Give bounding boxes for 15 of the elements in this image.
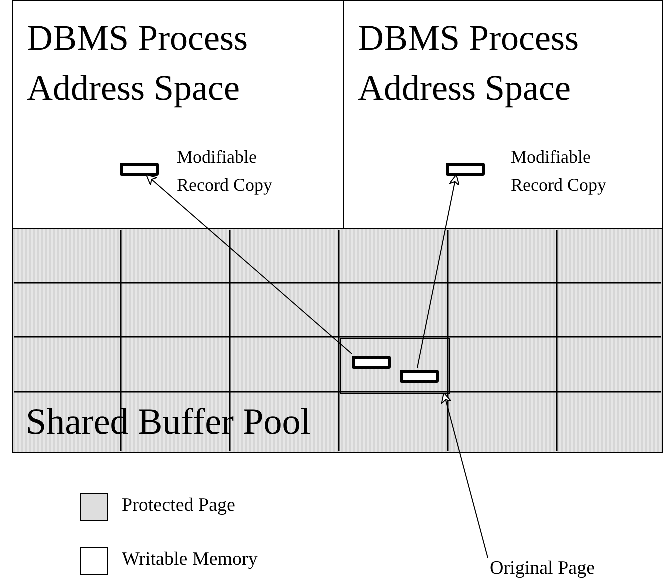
- leader-line: [441, 392, 488, 558]
- label-text: Original Page: [490, 558, 596, 580]
- record-box: [400, 370, 439, 383]
- arrow: [146, 174, 352, 354]
- record-box: [446, 163, 485, 176]
- legend-label: Writable Memory: [122, 549, 258, 571]
- record-caption: Modifiable Record Copy: [511, 146, 608, 197]
- record-box: [352, 356, 391, 369]
- panel-title: DBMS Process Address Space: [27, 17, 250, 110]
- record-box: [120, 163, 159, 176]
- arrow: [417, 174, 460, 368]
- record-caption: Modifiable Record Copy: [177, 146, 274, 197]
- page-cell: [340, 338, 450, 394]
- panel-title: DBMS Process Address Space: [358, 17, 580, 110]
- legend-label: Protected Page: [122, 495, 236, 517]
